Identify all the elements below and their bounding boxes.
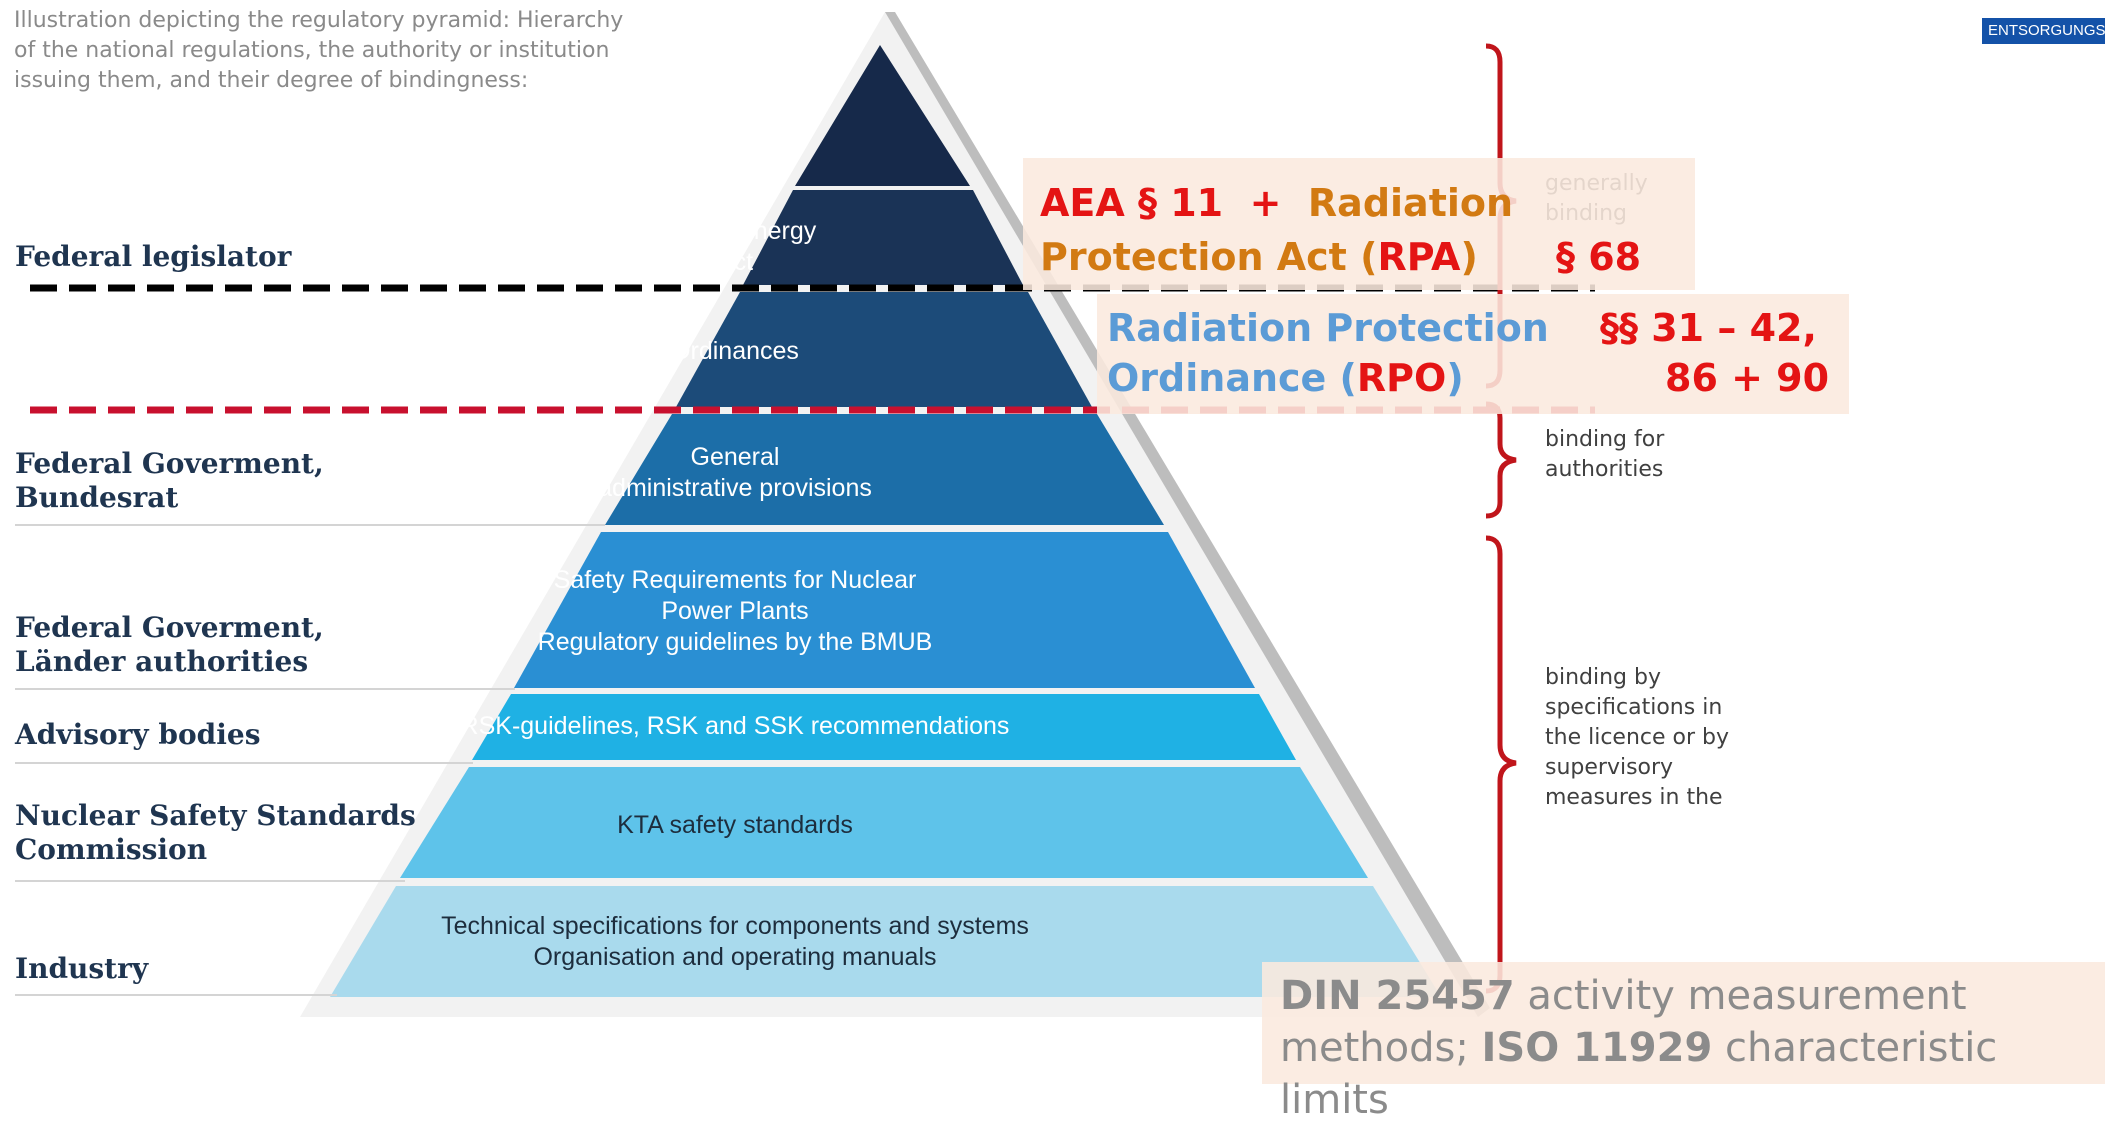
tier-rsk-guidelines [472,694,1296,760]
tier-label-ordinances: Ordinances [671,337,799,365]
tier-label-rsk: RSK-guidelines, RSK and SSK recommendati… [460,712,1010,740]
tier-ordinances [676,292,1092,407]
aea-rpa-line2: Protection Act (RPA) [1040,235,1478,279]
tier-kta [400,767,1368,878]
authority-federal-legislator: Federal legislator [15,240,292,273]
tier-atomic-energy-act [743,190,1023,285]
brace-binding-licence [1485,535,1517,994]
rule-advisory [15,762,473,764]
entsorgungskommission-logo[interactable]: ENTSORGUNGSKOM [1982,18,2105,44]
rpo-sections-1: §§ 31 – 42, [1600,306,1817,350]
din-line1: DIN 25457 activity measurement [1280,973,1967,1019]
tier-technical-specs [330,886,1441,997]
aea-rpa-line1: AEA § 11 + Radiation [1040,181,1514,225]
brace-binding-authorities [1485,401,1517,519]
regulatory-pyramid [30,12,1595,1017]
tier-label-kta: KTA safety standards [617,811,853,839]
authority-federal-gov-bundesrat: Federal Goverment,Bundesrat [15,447,324,514]
aea-rpa-box [1023,158,1695,290]
rule-bundesrat [15,524,605,526]
rpa-section-68: § 68 [1556,235,1642,279]
tier-basic-law [795,45,970,186]
rpo-line1: Radiation Protection [1107,306,1549,350]
tier-label-technical-specs: Technical specifications for components … [441,912,1029,971]
authority-industry: Industry [15,952,149,985]
authority-federal-gov-laender: Federal Goverment,Länder authorities [15,611,324,678]
rpo-line2: Ordinance (RPO) [1107,356,1464,400]
din-line2: methods; ISO 11929 characteristic limits [1280,1025,1998,1123]
tier-safety-requirements [514,532,1255,688]
rpo-sections-2: 86 + 90 [1665,356,1830,400]
rule-industry [15,994,337,996]
rule-laender [15,688,515,690]
rpo-box [1097,294,1849,414]
tier-general-admin [605,414,1164,525]
intro-text: Illustration depicting the regulatory py… [14,8,624,93]
authority-advisory-bodies: Advisory bodies [15,718,261,751]
din-iso-box [1262,962,2105,1084]
rule-kta [15,880,405,882]
